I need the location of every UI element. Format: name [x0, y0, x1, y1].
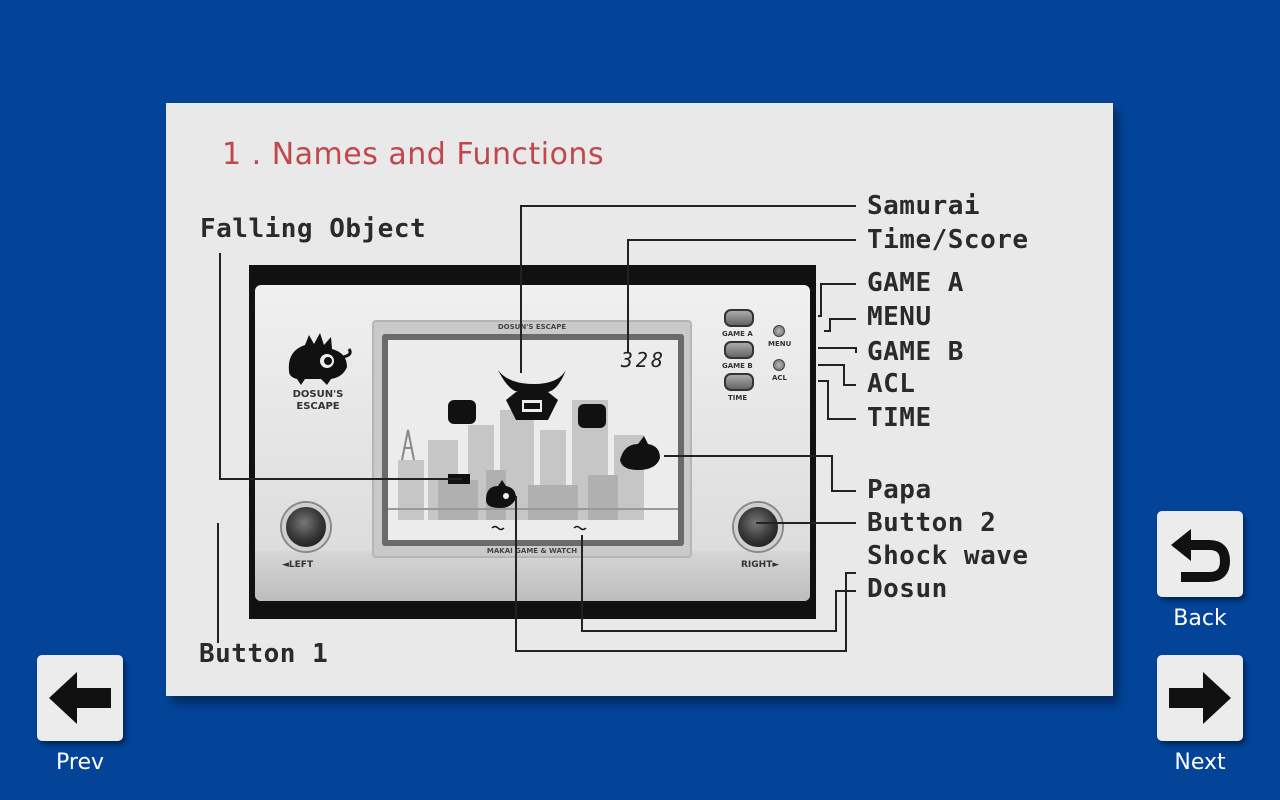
screen-frame: DOSUN'S ESCAPE — [372, 320, 692, 558]
label-time-score: Time/Score — [867, 225, 1029, 255]
logo-line-2: ESCAPE — [296, 401, 340, 412]
label-shock-wave: Shock wave — [867, 541, 1029, 571]
screen-bezel: 328 — [382, 334, 684, 546]
device-illustration: DOSUN'S ESCAPE DOSUN'S ESCAPE — [249, 265, 816, 619]
prev-label: Prev — [56, 750, 104, 775]
lcd-screen: 328 — [388, 340, 678, 540]
device-base — [255, 551, 810, 601]
next-button[interactable] — [1157, 655, 1243, 741]
acl-button[interactable] — [773, 359, 785, 371]
next-label: Next — [1174, 750, 1226, 775]
label-time: TIME — [867, 403, 932, 433]
arrow-right-icon — [1169, 672, 1231, 724]
label-falling-object: Falling Object — [200, 214, 427, 244]
menu-caption: MENU — [768, 340, 792, 348]
label-button-1: Button 1 — [199, 639, 329, 669]
logo-line-1: DOSUN'S — [292, 389, 344, 400]
right-caption: RIGHT► — [741, 560, 780, 570]
menu-button[interactable] — [773, 325, 785, 337]
time-button[interactable] — [724, 373, 754, 391]
label-dosun: Dosun — [867, 574, 948, 604]
time-caption: TIME — [728, 394, 748, 402]
prev-button[interactable] — [37, 655, 123, 741]
game-b-button[interactable] — [724, 341, 754, 359]
label-game-a: GAME A — [867, 268, 964, 298]
label-papa: Papa — [867, 475, 932, 505]
label-menu: MENU — [867, 302, 932, 332]
screen-title: DOSUN'S ESCAPE — [497, 323, 567, 331]
left-button[interactable] — [282, 503, 330, 551]
device-body: DOSUN'S ESCAPE DOSUN'S ESCAPE — [255, 285, 810, 601]
game-b-caption: GAME B — [722, 362, 753, 370]
device-logo-text: DOSUN'S ESCAPE — [279, 389, 357, 413]
screen-footer: MAKAI GAME & WATCH — [486, 547, 578, 555]
label-samurai: Samurai — [867, 191, 981, 221]
dosun-logo-icon — [288, 333, 352, 385]
right-button[interactable] — [734, 503, 782, 551]
game-a-caption: GAME A — [722, 330, 753, 338]
section-title: 1 . Names and Functions — [222, 137, 605, 172]
return-arrow-icon — [1171, 529, 1231, 582]
label-acl: ACL — [867, 369, 916, 399]
manual-panel: 1 . Names and Functions DOSUN'S ESCAPE D… — [166, 103, 1113, 696]
left-caption: ◄LEFT — [282, 560, 314, 570]
leader-lines — [217, 205, 857, 652]
acl-caption: ACL — [772, 374, 788, 382]
back-button[interactable] — [1157, 511, 1243, 597]
back-label: Back — [1173, 606, 1227, 631]
game-a-button[interactable] — [724, 309, 754, 327]
label-button-2: Button 2 — [867, 508, 997, 538]
arrow-left-icon — [49, 672, 111, 724]
label-game-b: GAME B — [867, 337, 964, 367]
